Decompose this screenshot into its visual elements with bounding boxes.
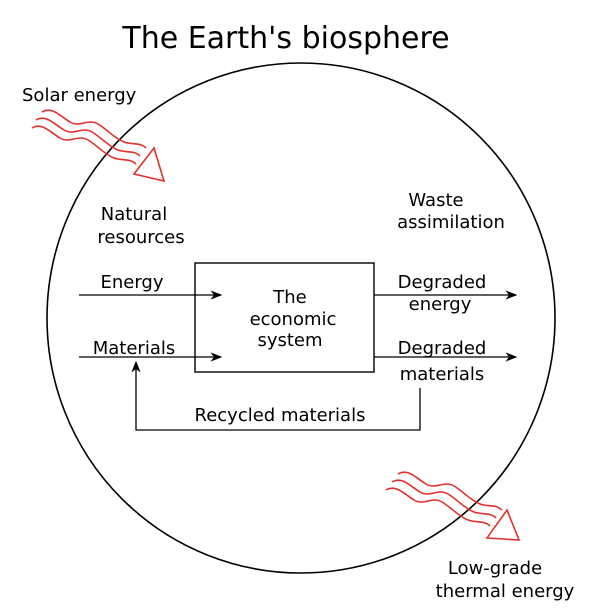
waste-assimilation-label-1: Waste — [408, 190, 463, 211]
diagram-title: The Earth's biosphere — [121, 21, 449, 56]
recycled-materials-label: Recycled materials — [195, 405, 366, 426]
economic-system-label-1: The — [272, 287, 306, 308]
recycled-materials-arrow — [131, 360, 421, 431]
low-grade-thermal-label-1: Low-grade — [448, 558, 542, 579]
natural-resources-label-2: resources — [97, 227, 184, 248]
solar-energy-label: Solar energy — [22, 85, 137, 106]
degraded-energy-label-1: Degraded — [398, 272, 487, 293]
waste-assimilation-label-2: assimilation — [397, 212, 505, 233]
economic-system-box — [194, 262, 375, 373]
economic-system-label-3: system — [257, 330, 322, 351]
natural-resources-label-1: Natural — [101, 204, 167, 225]
thermal-radiation-icon — [385, 471, 521, 541]
economic-system-label-2: economic — [250, 309, 337, 330]
materials-label: Materials — [93, 338, 176, 359]
biosphere-circle — [46, 62, 556, 574]
degraded-materials-label-2: materials — [400, 364, 485, 385]
degraded-materials-label-1: Degraded — [398, 338, 487, 359]
low-grade-thermal-label-2: thermal energy — [436, 581, 575, 602]
solar-radiation-icon — [31, 109, 166, 183]
degraded-energy-label-2: energy — [409, 294, 472, 315]
energy-label: Energy — [100, 272, 163, 293]
